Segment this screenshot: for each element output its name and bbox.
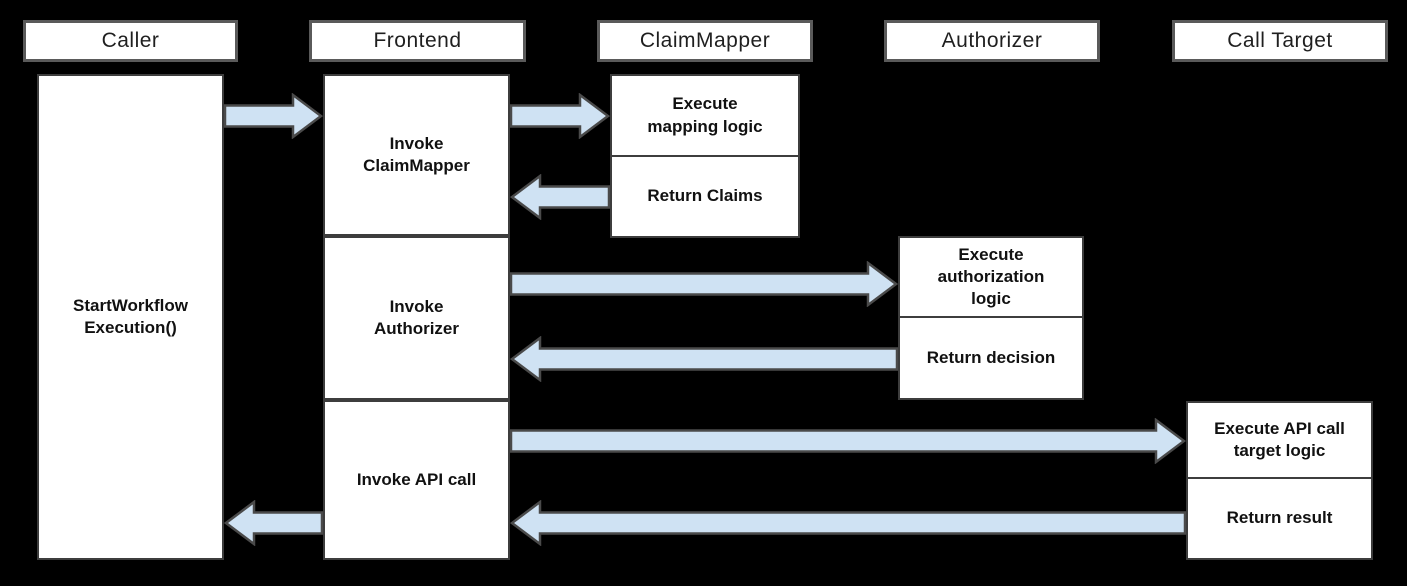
activation-start-workflow-execution: StartWorkflow Execution() <box>37 74 224 560</box>
lifeline-label-frontend: Frontend <box>373 29 462 52</box>
activation-label-execute-authorization-logic: Execute authorization logic <box>937 244 1045 309</box>
activation-return-claims: Return Claims <box>610 155 800 238</box>
activation-label-invoke-api-call: Invoke API call <box>356 469 477 489</box>
activation-label-execute-api-call-target-logic: Execute API call target logic <box>1214 418 1345 460</box>
lifeline-label-caller: Caller <box>101 29 160 52</box>
arrow-caller-to-frontend <box>224 93 323 139</box>
activation-invoke-api-call: Invoke API call <box>323 400 510 560</box>
arrow-claim-mapper-to-frontend <box>510 174 610 220</box>
lifeline-label-authorizer: Authorizer <box>941 29 1043 52</box>
activation-invoke-claim-mapper: Invoke ClaimMapper <box>323 74 510 236</box>
arrow-frontend-to-authorizer <box>510 261 898 307</box>
activation-invoke-authorizer: Invoke Authorizer <box>323 236 510 400</box>
lifeline-label-call-target: Call Target <box>1227 29 1333 52</box>
activation-return-decision: Return decision <box>898 316 1084 400</box>
arrow-frontend-to-caller <box>224 500 323 546</box>
lifeline-header-claim-mapper: ClaimMapper <box>597 20 813 62</box>
activation-label-return-result: Return result <box>1226 508 1333 528</box>
arrow-frontend-to-call-target <box>510 418 1186 464</box>
arrow-frontend-to-claim-mapper <box>510 93 610 139</box>
activation-execute-authorization-logic: Execute authorization logic <box>898 236 1084 318</box>
lifeline-label-claim-mapper: ClaimMapper <box>639 29 771 52</box>
lifeline-header-caller: Caller <box>23 20 238 62</box>
activation-label-return-decision: Return decision <box>926 347 1056 367</box>
activation-label-invoke-claim-mapper: Invoke ClaimMapper <box>363 133 470 175</box>
lifeline-header-authorizer: Authorizer <box>884 20 1100 62</box>
lifeline-header-call-target: Call Target <box>1172 20 1388 62</box>
activation-execute-mapping-logic: Execute mapping logic <box>610 74 800 157</box>
lifeline-header-frontend: Frontend <box>309 20 526 62</box>
arrow-authorizer-to-frontend <box>510 336 898 382</box>
activation-label-invoke-authorizer: Invoke Authorizer <box>374 296 459 338</box>
arrow-call-target-to-frontend <box>510 500 1186 546</box>
activation-label-start-workflow: StartWorkflow Execution() <box>73 295 188 337</box>
activation-execute-api-call-target-logic: Execute API call target logic <box>1186 401 1373 479</box>
activation-label-return-claims: Return Claims <box>647 186 763 206</box>
activation-label-execute-mapping-logic: Execute mapping logic <box>647 94 763 136</box>
activation-return-result: Return result <box>1186 477 1373 560</box>
